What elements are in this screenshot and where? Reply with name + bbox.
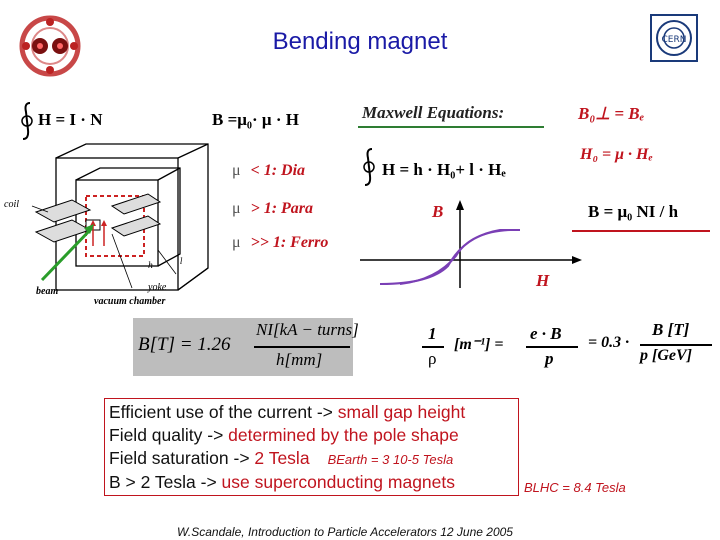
red-divider: [572, 230, 710, 232]
cern-logo: CERN: [650, 14, 698, 62]
b-axis-label: B: [432, 202, 444, 221]
rho-num: e · B: [530, 324, 562, 343]
rho-bar: [422, 346, 444, 348]
summary-box: Efficient use of the current -> small ga…: [104, 398, 519, 496]
rho-num2: B [T]: [652, 320, 690, 339]
rho-den2: p [GeV]: [640, 347, 692, 364]
loop-integral-icon: [363, 148, 375, 186]
bt-lhs: B[T] = 1.26: [138, 334, 231, 355]
bt-denominator: h[mm]: [276, 350, 323, 369]
summary-line-4: B > 2 Tesla -> use superconducting magne…: [109, 472, 456, 492]
eb-bar: [526, 346, 578, 348]
blhc-note: BLHC = 8.4 Tesla: [524, 480, 626, 495]
b-nih-equation: B = μ₀ NI / h: [588, 202, 679, 221]
maxwell-underline: [358, 126, 544, 128]
page-title: Bending magnet: [272, 28, 448, 55]
h-sum-equation: H = h · H₀+ l · Hₑ: [382, 160, 506, 179]
summary-line-2: Field quality -> determined by the pole …: [109, 425, 459, 445]
h-axis-label: H: [536, 271, 550, 290]
rho-symbol: ρ: [428, 349, 437, 368]
bt-p-bar: [640, 344, 712, 346]
rho-den: p: [545, 349, 554, 368]
ampere-law: H = I · N: [38, 110, 103, 129]
bt-fraction-bar: [254, 346, 350, 348]
maxwell-label: Maxwell Equations:: [362, 103, 505, 122]
rho-unit: [m⁻¹] =: [454, 336, 504, 353]
summary-line-1: Efficient use of the current -> small ga…: [109, 402, 466, 422]
material-dia: μ< 1: Dia: [232, 162, 306, 179]
hysteresis-plot: [360, 200, 582, 288]
material-ferro: μ>> 1: Ferro: [232, 234, 329, 251]
b-perp-equation: B₀⊥ = Bₑ: [578, 104, 645, 123]
vacuum-chamber-label: vacuum chamber: [94, 296, 166, 307]
lhc-logo: [19, 15, 81, 77]
bt-numerator: NI[kA − turns]: [256, 320, 359, 339]
footer-citation: W.Scandale, Introduction to Particle Acc…: [177, 525, 513, 539]
beam-label: beam: [36, 286, 59, 297]
material-list: μ< 1: Dia μ> 1: Para μ>> 1: Ferro: [232, 162, 328, 252]
yoke-label: yoke: [148, 282, 167, 293]
h0-equation: H₀ = μ · Hₑ: [580, 146, 653, 163]
coil-label: coil: [4, 199, 19, 210]
rho-one: 1: [428, 324, 437, 343]
magnet-diagram: h l: [31, 143, 209, 291]
svg-text:h: h: [148, 261, 153, 270]
svg-text:CERN: CERN: [662, 35, 687, 45]
svg-text:l: l: [180, 257, 183, 266]
loop-integral-icon: [21, 102, 33, 140]
material-para: μ> 1: Para: [232, 200, 314, 217]
b-mu-h-equation: B =μ₀· μ · H: [212, 110, 299, 129]
rho-coef: = 0.3 ·: [588, 334, 630, 351]
